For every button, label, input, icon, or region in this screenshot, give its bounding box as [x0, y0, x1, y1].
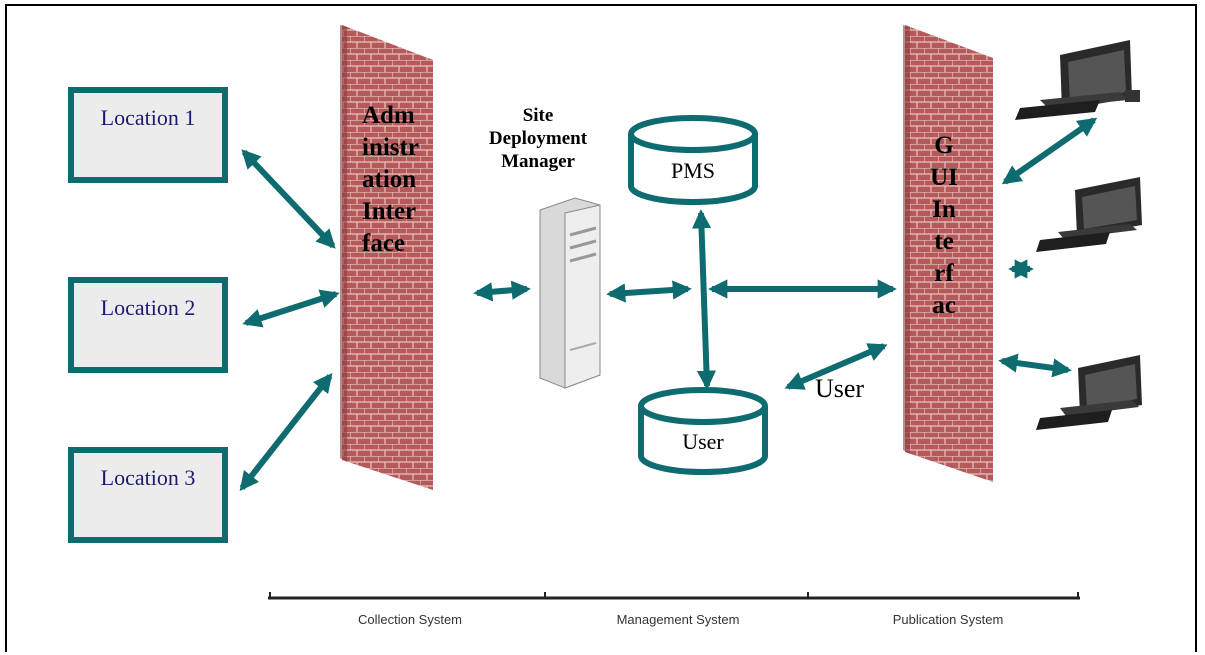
computer-icon — [1015, 40, 1140, 120]
computer-icon — [1036, 177, 1142, 252]
arrow-gui-computer1 — [1001, 117, 1098, 185]
management-system-label: Management System — [616, 612, 740, 627]
arrow-pms-user — [691, 209, 717, 390]
diagram-frame — [5, 4, 1197, 652]
location-1-box: Location 1 — [68, 87, 228, 183]
arrow-user-gui — [784, 343, 888, 390]
location-3-box: Location 3 — [68, 447, 228, 543]
location-3-label: Location 3 — [100, 465, 196, 490]
system-bar — [268, 592, 1080, 600]
arrow-admin-server — [473, 280, 531, 302]
collection-system-label: Collection System — [357, 612, 463, 627]
user-database-icon — [638, 387, 768, 475]
arrow-server-hub — [606, 280, 692, 303]
pms-label: PMS — [670, 158, 716, 183]
admin-firewall-wall — [340, 25, 433, 490]
gui-interface-label: G UI In te rf ac — [930, 132, 958, 319]
gui-firewall-wall — [903, 25, 993, 482]
publication-system-label: Publication System — [892, 612, 1004, 627]
site-deployment-manager-label: Site Deployment Manager — [488, 105, 588, 172]
admin-interface-label: Adm inistr ation Inter face — [362, 102, 419, 257]
location-2-label: Location 2 — [100, 295, 196, 320]
arrow-location1-admin — [241, 149, 336, 249]
user-label: User — [815, 374, 865, 403]
pms-database-icon — [628, 115, 758, 205]
location-2-box: Location 2 — [68, 277, 228, 373]
location-1-label: Location 1 — [100, 105, 196, 130]
arrow-location3-admin — [239, 372, 333, 492]
computer-icon — [1036, 355, 1142, 430]
user-db-label: User — [682, 429, 724, 454]
arrow-gui-computer3 — [998, 353, 1072, 378]
server-tower-icon — [539, 197, 601, 389]
arrow-location2-admin — [242, 289, 340, 328]
